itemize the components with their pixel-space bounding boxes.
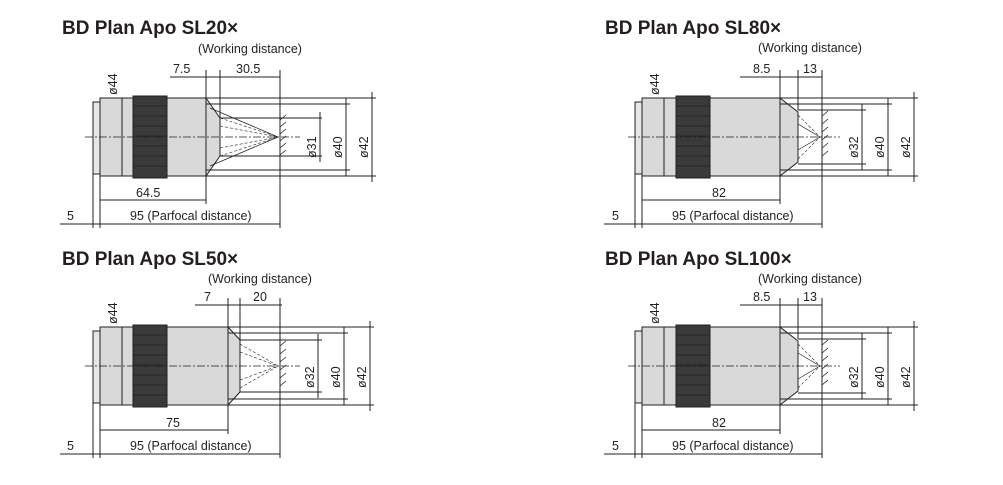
dia-b: ø40: [873, 366, 887, 388]
dim-top-left: 8.5: [753, 290, 770, 304]
panel-sl50: BD Plan Apo SL50× (Working distance) 7 2…: [60, 249, 374, 458]
working-distance-label: (Working distance): [198, 42, 302, 56]
dia-c: ø42: [899, 136, 913, 158]
panel-title: BD Plan Apo SL100×: [605, 249, 792, 270]
working-distance-label: (Working distance): [208, 272, 312, 286]
dia-a: ø32: [847, 366, 861, 388]
dia-b: ø40: [873, 136, 887, 158]
flange-dim: 5: [612, 439, 619, 453]
dim-top-left: 8.5: [753, 62, 770, 76]
dia-b: ø40: [329, 366, 343, 388]
dia-c: ø42: [357, 136, 371, 158]
panel-title: BD Plan Apo SL80×: [605, 18, 781, 39]
dia-a: ø31: [305, 136, 319, 158]
dia-a: ø32: [847, 136, 861, 158]
length-body: 75: [166, 416, 180, 430]
panel-title: BD Plan Apo SL50×: [62, 249, 238, 270]
dia-c: ø42: [899, 366, 913, 388]
dia-outer: ø44: [648, 302, 662, 324]
parfocal-dim: 95 (Parfocal distance): [130, 439, 252, 453]
length-body: 82: [712, 186, 726, 200]
panel-sl100: BD Plan Apo SL100× (Working distance) 8.…: [604, 249, 918, 458]
flange-dim: 5: [612, 209, 619, 223]
dim-top-right: 30.5: [236, 62, 260, 76]
dia-outer: ø44: [648, 73, 662, 95]
dia-outer: ø44: [106, 73, 120, 95]
length-body: 82: [712, 416, 726, 430]
flange-dim: 5: [67, 439, 74, 453]
working-distance-label: (Working distance): [758, 41, 862, 55]
dia-c: ø42: [355, 366, 369, 388]
dia-outer: ø44: [106, 302, 120, 324]
panel-title: BD Plan Apo SL20×: [62, 18, 238, 39]
panel-sl20: BD Plan Apo SL20× (Working distance) 7.5…: [60, 18, 376, 228]
length-body: 64.5: [136, 186, 160, 200]
dia-a: ø32: [303, 366, 317, 388]
flange-dim: 5: [67, 209, 74, 223]
panel-sl80: BD Plan Apo SL80× (Working distance) 8.5…: [604, 18, 918, 228]
parfocal-dim: 95 (Parfocal distance): [672, 209, 794, 223]
dim-top-left: 7.5: [173, 62, 190, 76]
parfocal-dim: 95 (Parfocal distance): [672, 439, 794, 453]
dia-b: ø40: [331, 136, 345, 158]
dim-top-right: 13: [803, 290, 817, 304]
dim-top-right: 13: [803, 62, 817, 76]
working-distance-label: (Working distance): [758, 272, 862, 286]
parfocal-dim: 95 (Parfocal distance): [130, 209, 252, 223]
dim-top-left: 7: [204, 290, 211, 304]
dim-top-right: 20: [253, 290, 267, 304]
